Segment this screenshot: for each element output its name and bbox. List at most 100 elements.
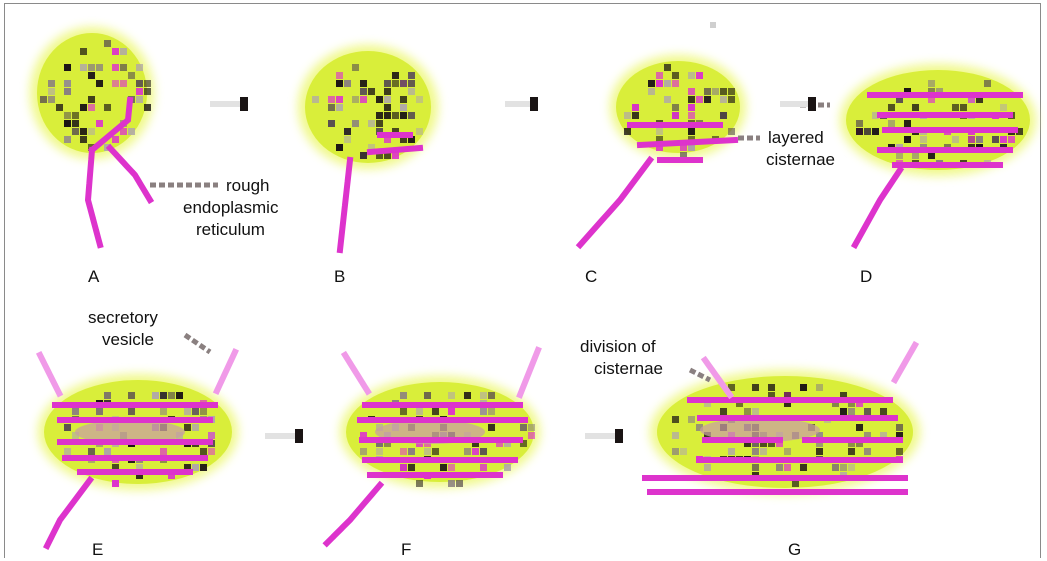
texture-speck <box>488 392 495 399</box>
texture-speck <box>704 464 711 471</box>
texture-speck <box>464 448 471 455</box>
texture-speck <box>400 408 407 415</box>
texture-speck <box>48 80 55 87</box>
annotation-division-line1: division of <box>580 337 656 356</box>
texture-speck <box>672 72 679 79</box>
texture-speck <box>384 104 391 111</box>
texture-speck <box>672 448 679 455</box>
texture-speck <box>400 96 407 103</box>
texture-speck <box>704 96 711 103</box>
texture-speck <box>448 480 455 487</box>
annotation-rough-er-line3: reticulum <box>196 220 265 239</box>
texture-speck <box>976 136 983 143</box>
stage-label-b: B <box>334 267 345 286</box>
texture-speck <box>632 104 639 111</box>
texture-speck <box>688 96 695 103</box>
texture-speck <box>80 64 87 71</box>
stage-label-f: F <box>401 540 411 559</box>
texture-speck <box>448 408 455 415</box>
texture-speck <box>992 136 999 143</box>
texture-speck <box>352 64 359 71</box>
texture-speck <box>856 120 863 127</box>
texture-speck <box>48 88 55 95</box>
texture-speck <box>480 392 487 399</box>
texture-speck <box>376 120 383 127</box>
texture-speck <box>168 392 175 399</box>
annotation-secretory-line1: secretory <box>88 308 158 327</box>
texture-speck <box>784 448 791 455</box>
annotation-secretory-vesicle: secretory vesicle <box>88 308 158 349</box>
texture-speck <box>104 40 111 47</box>
texture-speck <box>488 424 495 431</box>
texture-speck <box>88 448 95 455</box>
texture-speck <box>792 480 799 487</box>
texture-speck <box>96 80 103 87</box>
texture-speck <box>768 384 775 391</box>
texture-speck <box>888 104 895 111</box>
texture-speck <box>720 112 727 119</box>
texture-speck <box>112 48 119 55</box>
texture-speck <box>96 120 103 127</box>
texture-speck <box>80 48 87 55</box>
texture-speck <box>128 128 135 135</box>
texture-speck <box>920 136 927 143</box>
texture-speck <box>344 136 351 143</box>
texture-speck <box>128 408 135 415</box>
texture-speck <box>688 104 695 111</box>
texture-speck <box>408 464 415 471</box>
stage-b-cell <box>298 45 438 250</box>
texture-speck <box>120 64 127 71</box>
texture-speck <box>400 464 407 471</box>
stray-speck <box>710 22 716 28</box>
texture-speck <box>64 80 71 87</box>
texture-speck <box>400 392 407 399</box>
texture-speck <box>688 88 695 95</box>
texture-speck <box>656 80 663 87</box>
texture-speck <box>344 128 351 135</box>
texture-speck <box>336 104 343 111</box>
texture-speck <box>680 448 687 455</box>
texture-speck <box>752 464 759 471</box>
texture-speck <box>80 104 87 111</box>
texture-speck <box>1008 136 1015 143</box>
texture-speck <box>400 448 407 455</box>
texture-speck <box>952 104 959 111</box>
stage-label-d: D <box>860 267 872 286</box>
texture-speck <box>88 128 95 135</box>
texture-speck <box>128 72 135 79</box>
texture-speck <box>728 96 735 103</box>
texture-speck <box>40 96 47 103</box>
texture-speck <box>136 80 143 87</box>
texture-speck <box>112 64 119 71</box>
texture-speck <box>688 72 695 79</box>
texture-speck <box>408 448 415 455</box>
texture-speck <box>88 96 95 103</box>
texture-speck <box>960 104 967 111</box>
texture-speck <box>48 96 55 103</box>
texture-speck <box>464 392 471 399</box>
texture-speck <box>816 448 823 455</box>
annotation-secretory-line2: vesicle <box>102 330 154 349</box>
texture-speck <box>72 112 79 119</box>
texture-speck <box>752 408 759 415</box>
texture-speck <box>136 88 143 95</box>
texture-speck <box>160 448 167 455</box>
texture-speck <box>528 424 535 431</box>
texture-speck <box>424 392 431 399</box>
texture-speck <box>416 408 423 415</box>
texture-speck <box>440 464 447 471</box>
texture-speck <box>472 448 479 455</box>
texture-speck <box>112 136 119 143</box>
texture-speck <box>200 448 207 455</box>
texture-speck <box>120 80 127 87</box>
texture-speck <box>336 96 343 103</box>
texture-speck <box>888 120 895 127</box>
texture-speck <box>520 424 527 431</box>
texture-speck <box>88 104 95 111</box>
texture-speck <box>336 144 343 151</box>
texture-speck <box>392 112 399 119</box>
texture-speck <box>720 96 727 103</box>
texture-speck <box>896 448 903 455</box>
texture-speck <box>184 424 191 431</box>
texture-speck <box>72 128 79 135</box>
